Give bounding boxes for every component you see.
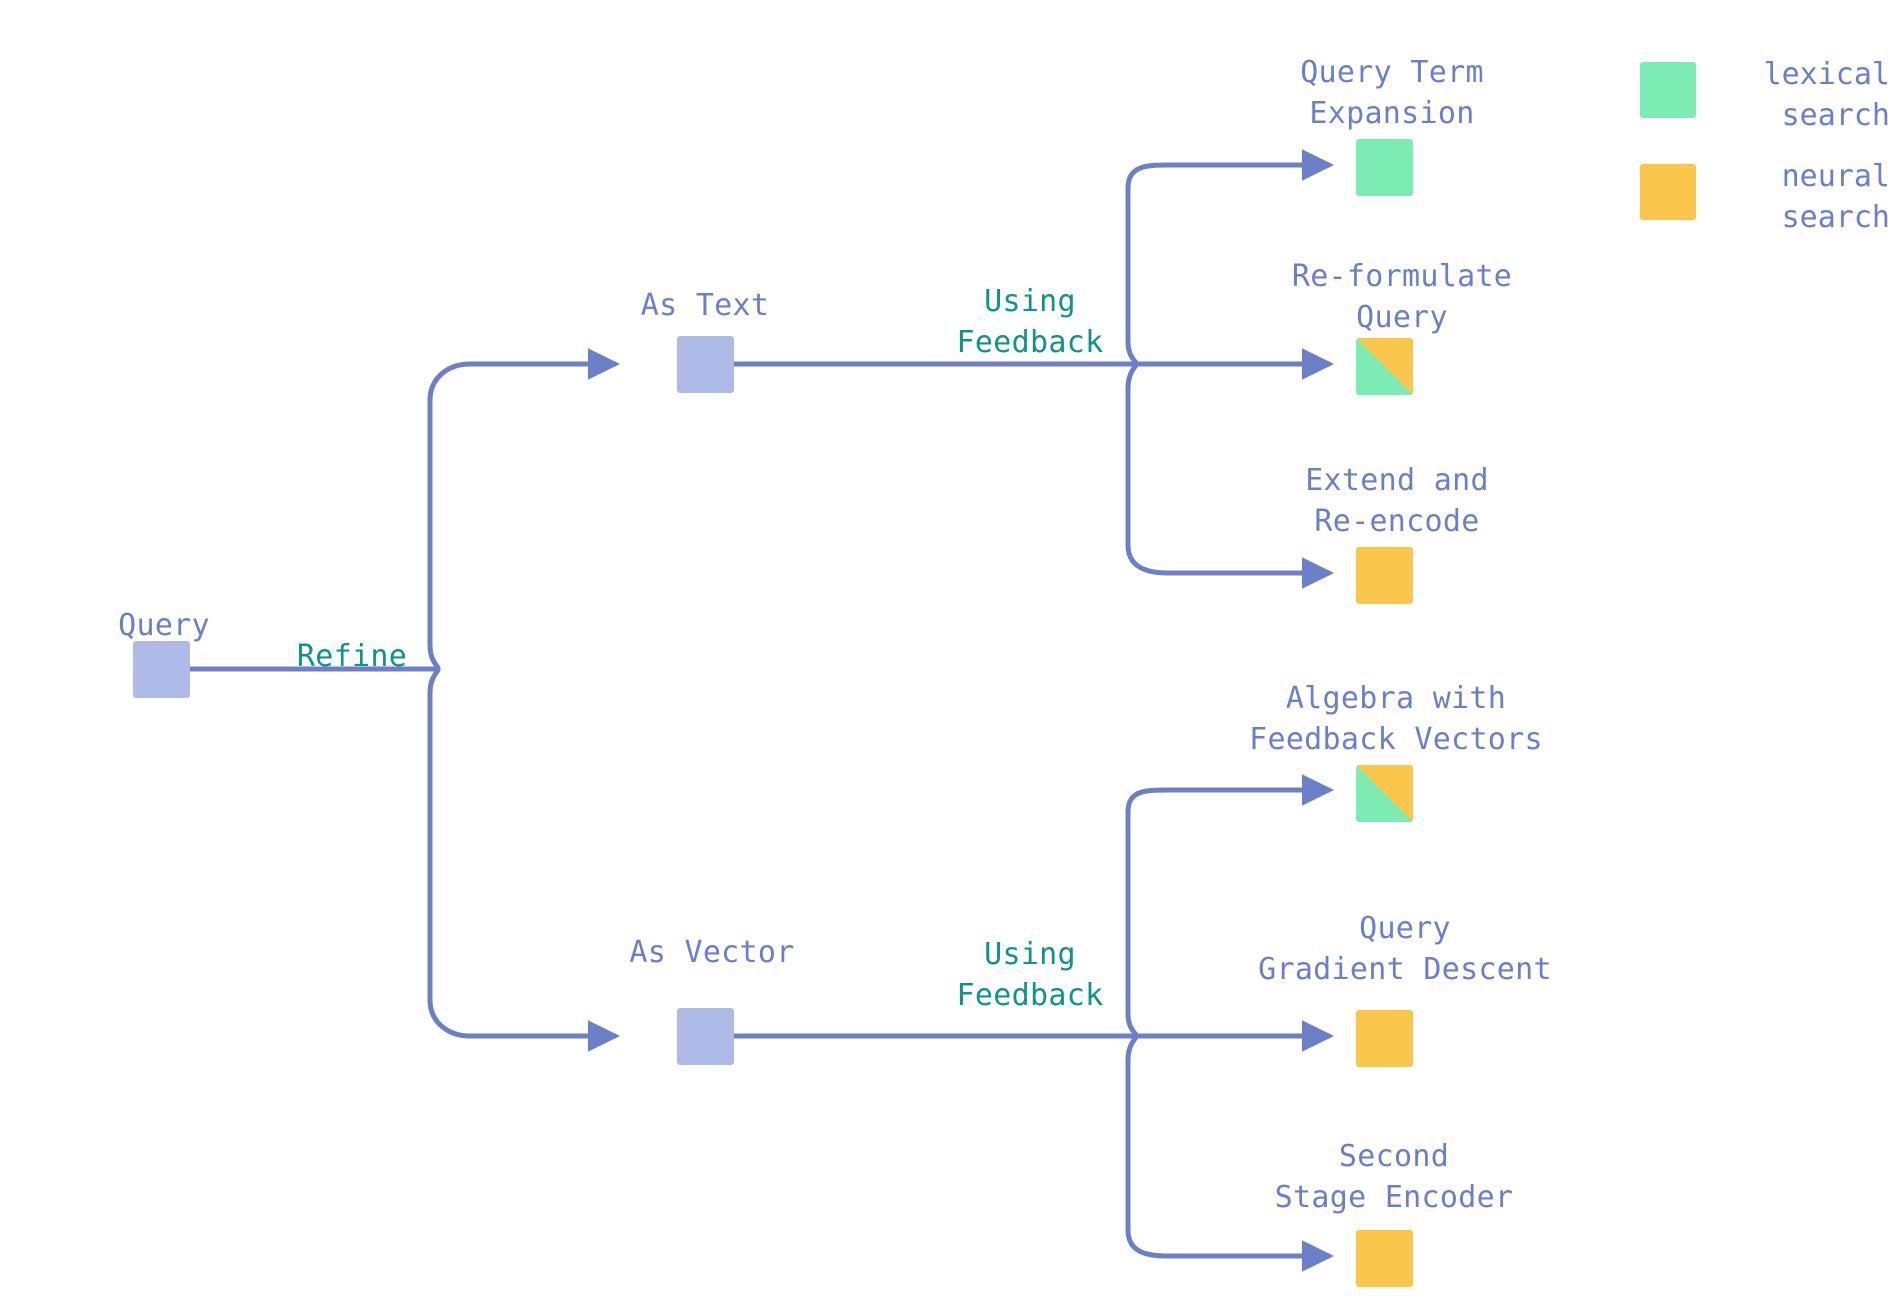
edge-label-using-feedback-text: Using Feedback xyxy=(956,284,1104,360)
node-re-formulate-query-swatch xyxy=(1356,338,1413,395)
node-second-stage-encoder-swatch xyxy=(1356,1230,1413,1287)
legend-label-lexical: lexical search xyxy=(1763,57,1890,133)
edge-label-using-feedback-vector: Using Feedback xyxy=(956,937,1104,1013)
node-re-formulate-query-label: Re-formulate Query xyxy=(1291,259,1513,335)
node-as-vector-label: As Vector xyxy=(629,935,795,970)
legend-swatch-lexical xyxy=(1640,62,1696,118)
node-extend-and-re-encode-label: Extend and Re-encode xyxy=(1305,463,1489,539)
node-second-stage-encoder-label: Second Stage Encoder xyxy=(1274,1139,1514,1215)
node-algebra-with-feedback-vectors-label: Algebra with Feedback Vectors xyxy=(1249,681,1543,757)
node-as-text-label: As Text xyxy=(640,288,770,323)
edge-label-refine: Refine xyxy=(296,639,408,674)
node-query-gradient-descent-label: Query Gradient Descent xyxy=(1258,911,1552,987)
edge-astext-child3 xyxy=(1125,361,1335,589)
node-query-label: Query xyxy=(118,608,210,643)
node-as-text-swatch xyxy=(677,336,734,393)
node-query-gradient-descent-swatch xyxy=(1356,1010,1413,1067)
legend-label-neural: neural search xyxy=(1781,159,1890,235)
legend-item-lexical[interactable]: lexical search xyxy=(1640,57,1890,160)
node-query-term-expansion-label: Query Term Expansion xyxy=(1300,55,1484,131)
edge-split-down xyxy=(427,666,621,1052)
node-query-term-expansion-swatch xyxy=(1356,139,1413,196)
node-as-vector-swatch xyxy=(677,1008,734,1065)
legend-item-neural[interactable]: neural search xyxy=(1640,159,1890,262)
node-extend-and-re-encode-swatch xyxy=(1356,547,1413,604)
legend-swatch-neural xyxy=(1640,164,1696,220)
node-query-swatch xyxy=(133,641,190,698)
legend: lexical search neural search xyxy=(1640,57,1890,262)
node-algebra-with-feedback-vectors-swatch xyxy=(1356,765,1413,822)
edge-split-up xyxy=(427,348,621,672)
